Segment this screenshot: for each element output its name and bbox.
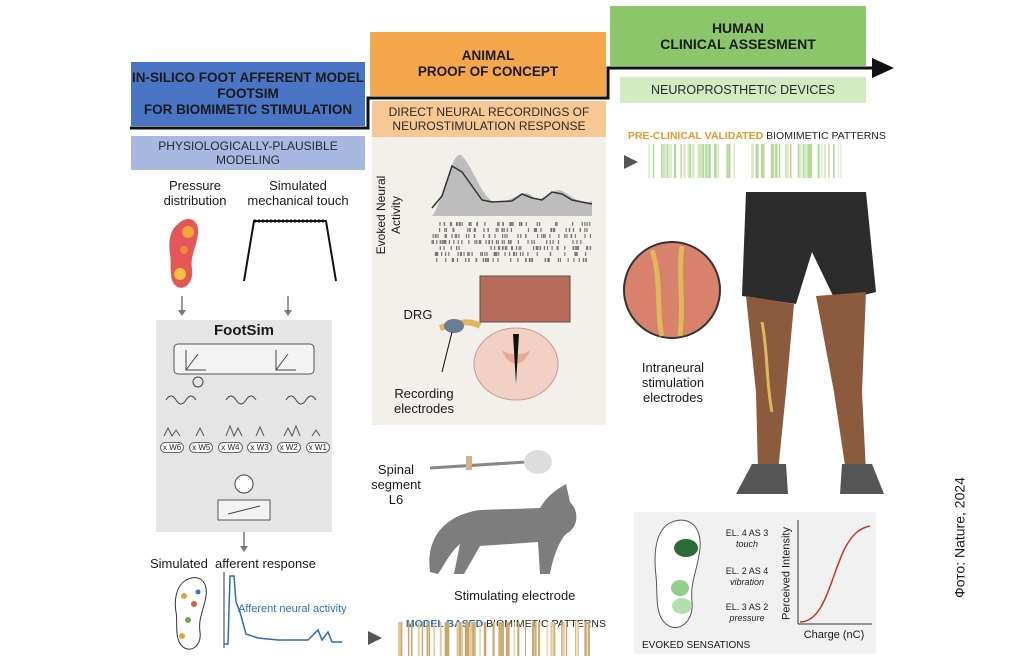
insilico-stage-title: IN-SILICO FOOT AFFERENT MODEL FOOTSIM FO… <box>131 62 365 126</box>
simulated-afferent-response-label: Simulated afferent response <box>150 556 316 571</box>
sensation-vibration: EL. 2 AS 4 vibration <box>712 566 782 588</box>
human-legs-illustration <box>736 192 884 494</box>
pre-clinical-patterns-label: PRE-CLINICAL VALIDATED BIOMIMETIC PATTER… <box>622 118 886 142</box>
insilico-stage-subtitle: PHYSIOLOGICALLY-PLAUSIBLE MODELING <box>131 136 365 170</box>
sensation-vibration-type: vibration <box>729 577 765 587</box>
cat-illustration <box>429 484 577 574</box>
photo-credit: Фото: Nature, 2024 <box>951 477 968 598</box>
stage-arrow <box>130 58 894 130</box>
evoked-sensations-label: EVOKED SENSATIONS <box>642 640 751 651</box>
mechanical-touch-label: Simulated mechanical touch <box>247 178 349 208</box>
animal-stage-subtitle: DIRECT NEURAL RECORDINGS OF NEUROSTIMULA… <box>372 101 606 137</box>
intensity-curve <box>797 520 872 625</box>
weight-w6: x W6 <box>160 442 185 453</box>
charge-label: Charge (nC) <box>803 629 865 641</box>
foot-pressure-map <box>169 219 199 288</box>
stimulating-electrode-label: Stimulating electrode <box>454 588 576 603</box>
model-based-play-icon <box>368 631 382 645</box>
intraneural-electrodes-label: Intraneural stimulation electrodes <box>641 360 705 405</box>
weight-w5: x W5 <box>189 442 214 453</box>
afferent-neural-activity-label: Afferent neural activity <box>238 603 347 615</box>
footsim-title: FootSim <box>214 322 274 339</box>
mechanical-touch-trace <box>243 219 337 282</box>
human-stage-title: HUMAN CLINICAL ASSESMENT <box>610 6 866 66</box>
sensation-vibration-el: EL. 2 AS 4 <box>725 566 769 576</box>
sensation-touch-el: EL. 4 AS 3 <box>725 528 769 538</box>
weight-w3: x W3 <box>247 442 272 453</box>
weight-w4: x W4 <box>218 442 243 453</box>
sensation-touch-type: touch <box>735 539 759 549</box>
weights-row: x W6 x W5 x W4 x W3 x W2 x W1 <box>160 442 330 453</box>
sensation-touch: EL. 4 AS 3 touch <box>712 528 782 550</box>
drg-spinal-illustration <box>439 275 571 401</box>
sensation-pressure: EL. 3 AS 2 pressure <box>712 602 782 624</box>
perceived-intensity-label: Perceived Intensity <box>780 527 793 620</box>
nerve-zoom-circle <box>623 241 721 339</box>
recording-electrodes-label: Recording electrodes <box>394 386 454 416</box>
weight-w1: x W1 <box>305 442 330 453</box>
afferent-trace <box>223 572 342 648</box>
spinal-segment-label: Spinal segment L6 <box>371 462 421 507</box>
drg-label: DRG <box>403 307 433 322</box>
foot-afferent-map <box>174 577 207 650</box>
raster-plot <box>431 222 592 262</box>
animal-stage-title: ANIMAL PROOF OF CONCEPT <box>370 32 606 96</box>
sensation-pressure-el: EL. 3 AS 2 <box>725 602 769 612</box>
weight-w2: x W2 <box>276 442 301 453</box>
spinal-segment-illustration <box>429 450 552 474</box>
evoked-activity-plot <box>431 154 593 262</box>
model-based-barcode <box>398 622 590 656</box>
down-arrows <box>178 296 292 316</box>
pre-clinical-play-icon <box>624 155 638 169</box>
sensation-pressure-type: pressure <box>729 613 765 623</box>
pre-clinical-suffix: BIOMIMETIC PATTERNS <box>763 130 886 142</box>
pressure-distribution-label: Pressure distribution <box>163 178 227 208</box>
pre-clinical-prefix: PRE-CLINICAL VALIDATED <box>627 130 764 142</box>
human-stage-subtitle: NEUROPROSTHETIC DEVICES <box>620 77 866 103</box>
pre-clinical-barcode <box>648 144 842 178</box>
footsim-pipeline <box>163 343 321 521</box>
down-arrow-footsim <box>240 532 248 552</box>
evoked-neural-activity-label: Evoked Neural Activity <box>374 175 403 255</box>
foot-sensation-map <box>654 519 701 629</box>
